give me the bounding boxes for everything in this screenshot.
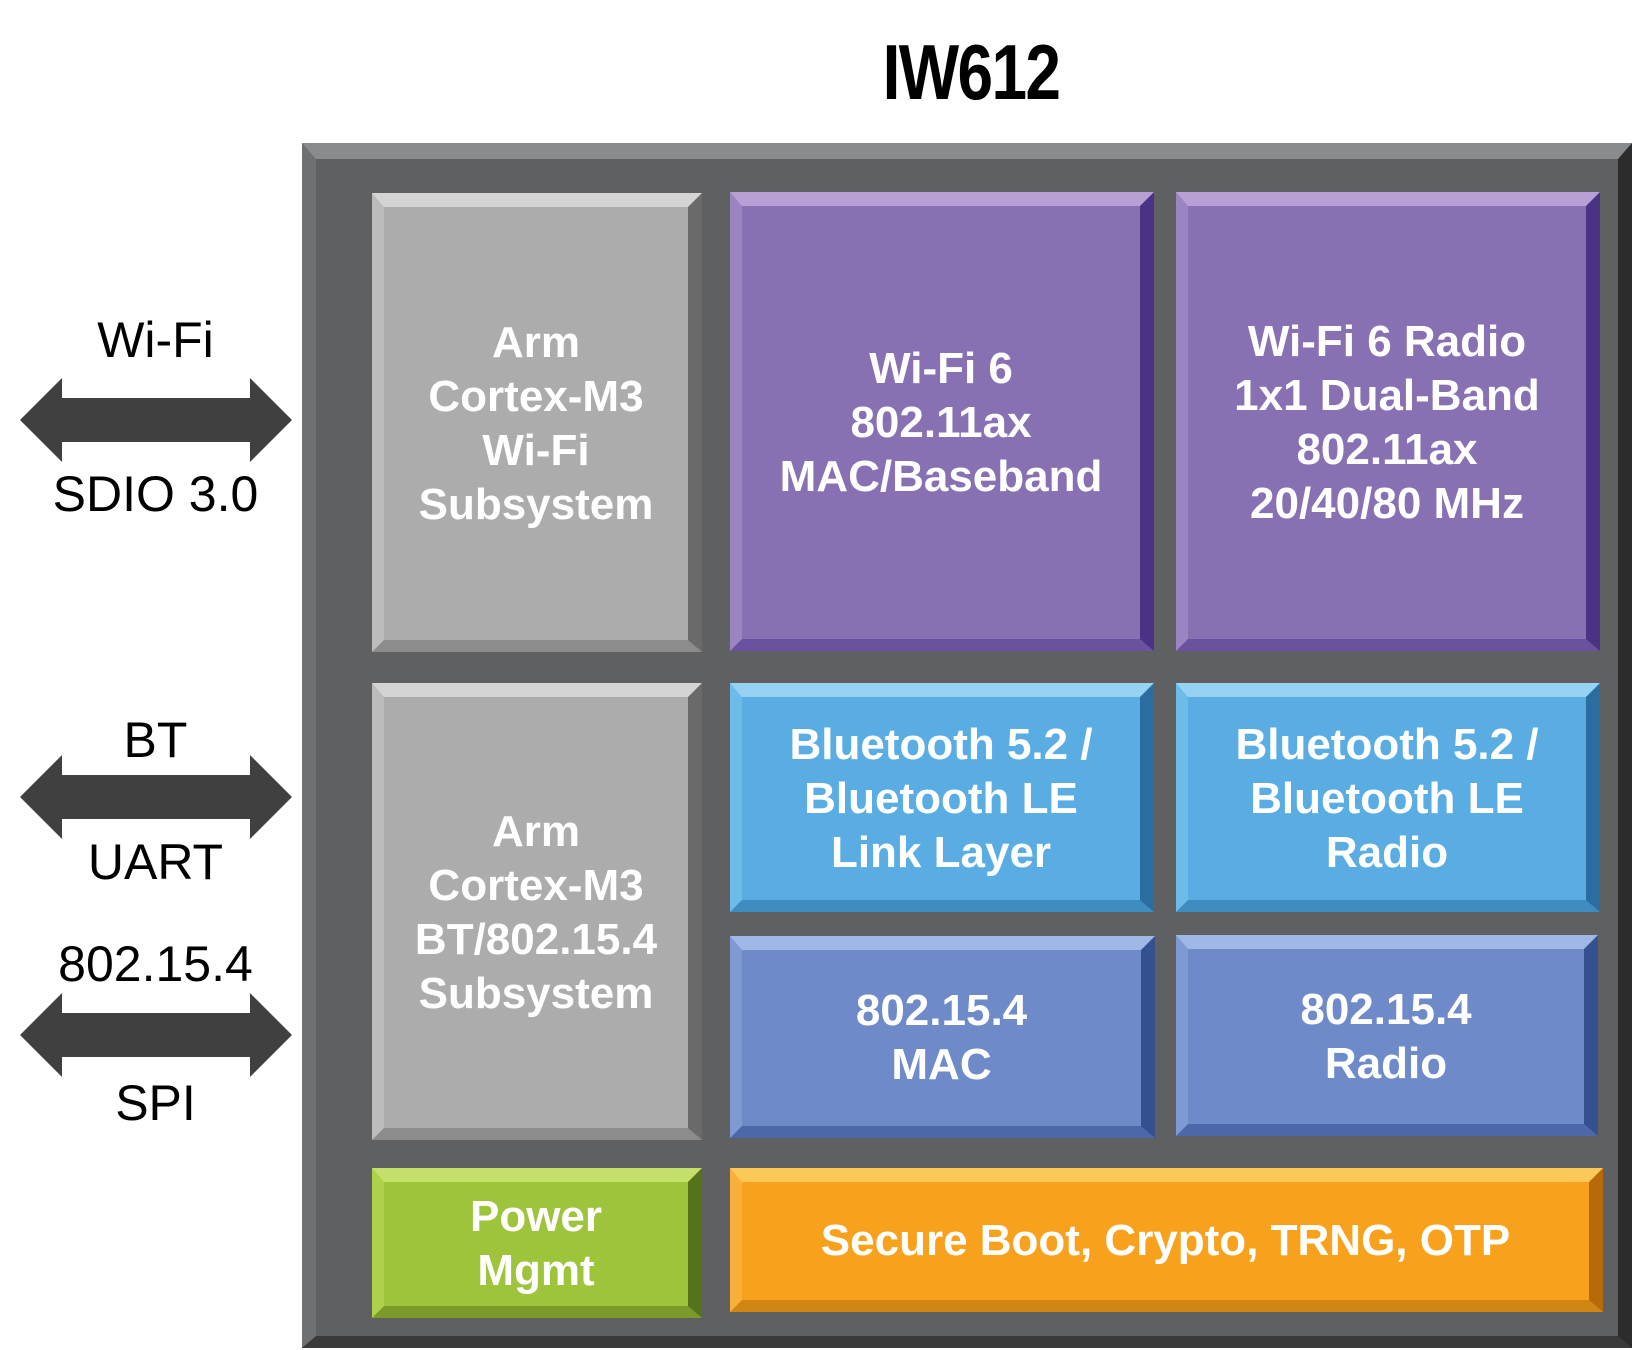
block-wifi-mac: Wi-Fi 6 802.11ax MAC/Baseband [730, 192, 1154, 651]
block-bt-link-layer: Bluetooth 5.2 / Bluetooth LE Link Layer [730, 683, 1154, 912]
iface-802154-label: 802.15.4 [58, 936, 253, 992]
block-802154-mac: 802.15.4 MAC [730, 936, 1155, 1138]
block-power-mgmt: Power Mgmt [372, 1168, 702, 1318]
block-security: Secure Boot, Crypto, TRNG, OTP [730, 1168, 1603, 1312]
block-bt-radio: Bluetooth 5.2 / Bluetooth LE Radio [1176, 683, 1600, 912]
block-bt-cpu: Arm Cortex-M3 BT/802.15.4 Subsystem [372, 683, 702, 1140]
diagram-title: IW612 [882, 28, 1061, 116]
double-arrow-icon [20, 993, 292, 1077]
double-arrow-icon [20, 755, 292, 839]
iface-uart-label: UART [87, 834, 224, 890]
iface-sdio-label: SDIO 3.0 [52, 466, 259, 522]
block-wifi-cpu: Arm Cortex-M3 Wi-Fi Subsystem [372, 193, 702, 652]
double-arrow-icon [20, 378, 292, 462]
iface-spi-label: SPI [115, 1075, 196, 1131]
block-802154-radio: 802.15.4 Radio [1176, 935, 1598, 1136]
block-wifi-radio: Wi-Fi 6 Radio 1x1 Dual-Band 802.11ax 20/… [1176, 192, 1600, 651]
iface-wifi-label: Wi-Fi [97, 312, 214, 368]
iface-bt-label: BT [123, 712, 188, 768]
